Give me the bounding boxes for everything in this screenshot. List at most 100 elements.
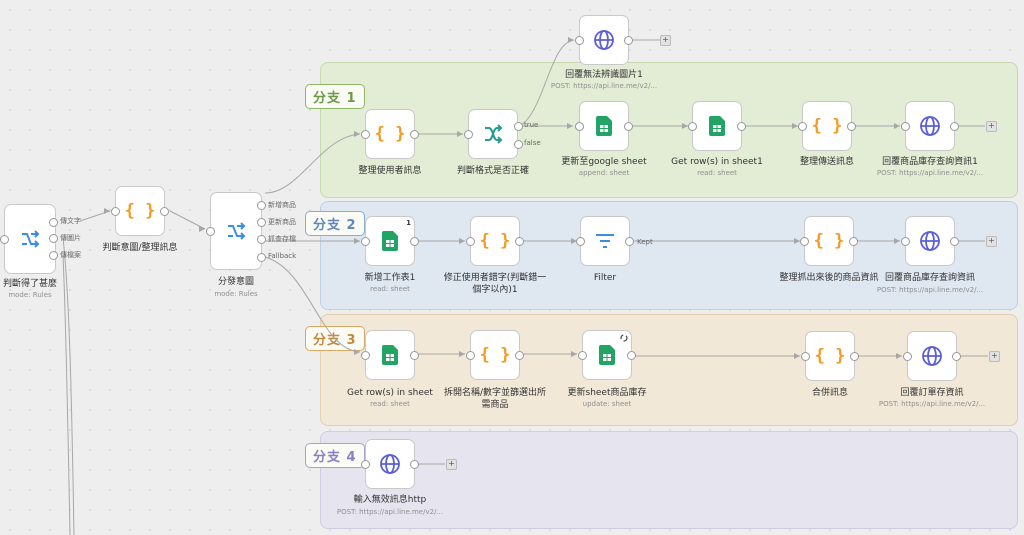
node-subtitle: POST: https://api.line.me/v2/... — [878, 400, 986, 408]
output-port-new-product[interactable] — [257, 201, 266, 210]
output-port[interactable] — [410, 351, 419, 360]
output-port[interactable] — [160, 207, 169, 216]
add-node-button[interactable]: + — [986, 121, 997, 132]
code-braces-icon: { } — [124, 201, 156, 221]
node-check-format[interactable] — [464, 109, 518, 159]
node-label: 更新至google sheet — [561, 157, 647, 167]
output-port[interactable] — [624, 122, 633, 131]
output-port-false[interactable] — [514, 140, 523, 149]
add-node-button[interactable]: + — [446, 459, 457, 470]
globe-icon — [920, 116, 940, 136]
input-port[interactable] — [361, 351, 370, 360]
run-count-badge: 1 — [406, 219, 411, 227]
input-port[interactable] — [466, 237, 475, 246]
output-port-query-stock[interactable] — [257, 235, 266, 244]
node-dispatch-intent[interactable] — [206, 192, 262, 270]
node-new-sheet[interactable]: 1 — [361, 216, 419, 266]
switch-icon — [22, 230, 40, 248]
output-port[interactable] — [950, 237, 959, 246]
add-node-button[interactable]: + — [660, 35, 671, 46]
output-port-file[interactable] — [49, 251, 58, 260]
input-port[interactable] — [800, 237, 809, 246]
node-label: 整理使用者訊息 — [358, 166, 422, 176]
node-label: 回覆商品庫存查詢資訊1 — [882, 157, 978, 167]
input-port[interactable] — [361, 237, 370, 246]
output-port[interactable] — [515, 237, 524, 246]
input-port[interactable] — [798, 122, 807, 131]
node-merge-msg[interactable]: { } — [801, 331, 859, 381]
node-label: 新增工作表1 — [364, 273, 416, 283]
filter-icon — [596, 234, 614, 248]
output-port[interactable] — [737, 122, 746, 131]
add-node-button[interactable]: + — [989, 351, 1000, 362]
node-organize-user[interactable]: { } — [361, 109, 419, 159]
google-sheets-icon — [599, 345, 615, 365]
input-port[interactable] — [466, 351, 475, 360]
input-port[interactable] — [801, 352, 810, 361]
branch-4-label[interactable]: 分支 4 — [305, 443, 365, 468]
node-label: 整理傳送訊息 — [799, 157, 854, 167]
node-reply-order[interactable] — [903, 331, 961, 381]
input-port[interactable] — [575, 122, 584, 131]
node-fix-typo[interactable]: { } — [466, 216, 524, 266]
output-port[interactable] — [847, 122, 856, 131]
output-port[interactable] — [624, 36, 633, 45]
node-split-name[interactable]: { } — [466, 330, 524, 380]
input-port[interactable] — [576, 237, 585, 246]
google-sheets-icon — [596, 116, 612, 136]
output-port[interactable] — [627, 351, 636, 360]
node-update-sheet[interactable] — [575, 101, 633, 151]
output-port-update-product[interactable] — [257, 218, 266, 227]
branch-2-label[interactable]: 分支 2 — [305, 211, 365, 236]
input-port[interactable] — [578, 351, 587, 360]
output-port-image[interactable] — [49, 234, 58, 243]
output-port[interactable] — [849, 237, 858, 246]
node-label: Get row(s) in sheet1 — [671, 157, 763, 167]
node-judge-intent[interactable]: { } — [111, 186, 169, 236]
node-label: 修正使用者錯字(判斷錯一個字以內)1 — [443, 273, 547, 295]
input-port[interactable] — [464, 130, 473, 139]
output-port-true[interactable] — [514, 122, 523, 131]
node-filter[interactable] — [576, 216, 634, 266]
node-label: 整理抓出來後的商品資訊 — [779, 273, 879, 283]
input-port[interactable] — [111, 207, 120, 216]
node-reply-unrecognized[interactable] — [575, 15, 633, 65]
node-reply-stock-1[interactable] — [901, 101, 959, 151]
input-port[interactable] — [361, 460, 370, 469]
google-sheets-icon — [382, 231, 398, 251]
node-invalid-http[interactable] — [361, 439, 419, 489]
output-port-fallback[interactable] — [257, 253, 266, 262]
input-port[interactable] — [0, 235, 9, 244]
add-node-button[interactable]: + — [986, 236, 997, 247]
node-get-rows-1[interactable] — [688, 101, 746, 151]
input-port[interactable] — [901, 122, 910, 131]
output-port[interactable] — [410, 130, 419, 139]
output-port[interactable] — [410, 237, 419, 246]
globe-icon — [920, 231, 940, 251]
input-port[interactable] — [901, 237, 910, 246]
node-get-rows[interactable] — [361, 330, 419, 380]
output-port[interactable] — [850, 352, 859, 361]
output-port[interactable] — [952, 352, 961, 361]
node-update-stock[interactable] — [578, 330, 636, 380]
node-organize-send[interactable]: { } — [798, 101, 856, 151]
input-port[interactable] — [903, 352, 912, 361]
input-port[interactable] — [361, 130, 370, 139]
node-organize-products[interactable]: { } — [800, 216, 858, 266]
input-port[interactable] — [688, 122, 697, 131]
output-port[interactable] — [515, 351, 524, 360]
node-label: 回覆商品庫存查詢資訊 — [884, 273, 975, 283]
input-port[interactable] — [575, 36, 584, 45]
node-label: 回覆訂單存資訊 — [900, 388, 964, 398]
branch-1-label[interactable]: 分支 1 — [305, 84, 365, 109]
output-port[interactable] — [950, 122, 959, 131]
output-port[interactable] — [410, 460, 419, 469]
output-port[interactable] — [625, 237, 634, 246]
node-subtitle: read: sheet — [370, 400, 410, 408]
output-port-text[interactable] — [49, 218, 58, 227]
node-subtitle: mode: Rules — [214, 290, 258, 298]
node-reply-stock[interactable] — [901, 216, 959, 266]
input-port[interactable] — [206, 227, 215, 236]
